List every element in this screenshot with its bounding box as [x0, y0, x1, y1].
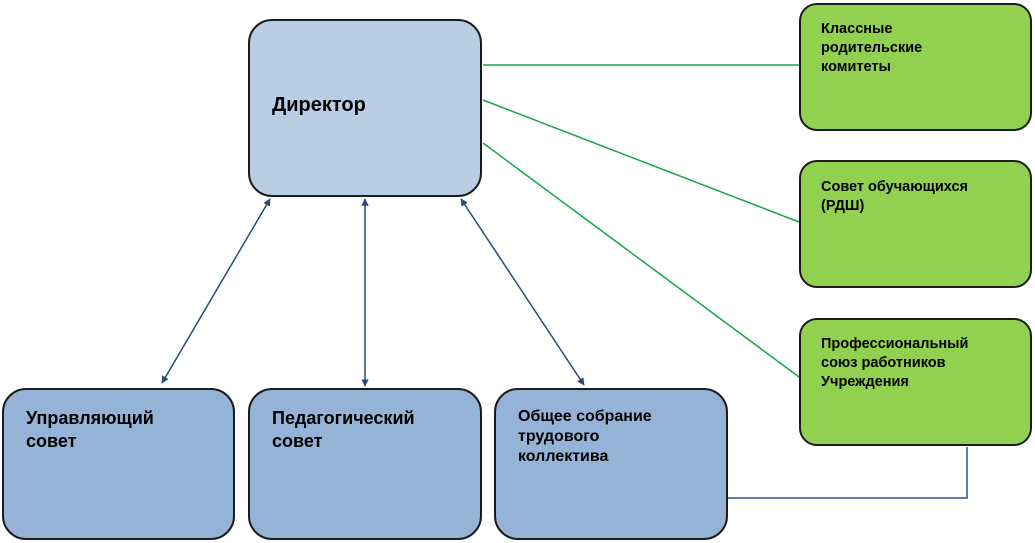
- trade-union-label: Профессиональный союз работников Учрежде…: [821, 336, 969, 390]
- student-council-label: Совет обучающихся (РДШ): [821, 179, 968, 214]
- pedagogical-council-label: Педагогический совет: [272, 408, 415, 451]
- arrow-director-governing-board: [161, 198, 271, 384]
- director-label: Директор: [272, 94, 366, 116]
- director-box: Директор: [248, 19, 482, 197]
- general-assembly-box: Общее собрание трудового коллектива: [494, 388, 728, 540]
- pedagogical-council-box: Педагогический совет: [248, 388, 482, 540]
- student-council-box: Совет обучающихся (РДШ): [799, 160, 1032, 288]
- general-assembly-label: Общее собрание трудового коллектива: [518, 408, 652, 465]
- parent-committees-box: Классные родительские комитеты: [799, 3, 1032, 131]
- line-director-student-council: [482, 99, 800, 223]
- arrow-director-general-assembly: [460, 198, 585, 386]
- parent-committees-label: Классные родительские комитеты: [821, 21, 923, 75]
- governing-board-label: Управляющий совет: [26, 408, 154, 451]
- line-assembly-trade-union: [728, 447, 968, 499]
- trade-union-box: Профессиональный союз работников Учрежде…: [799, 318, 1032, 446]
- line-director-trade-union: [482, 142, 800, 378]
- governing-board-box: Управляющий совет: [2, 388, 235, 540]
